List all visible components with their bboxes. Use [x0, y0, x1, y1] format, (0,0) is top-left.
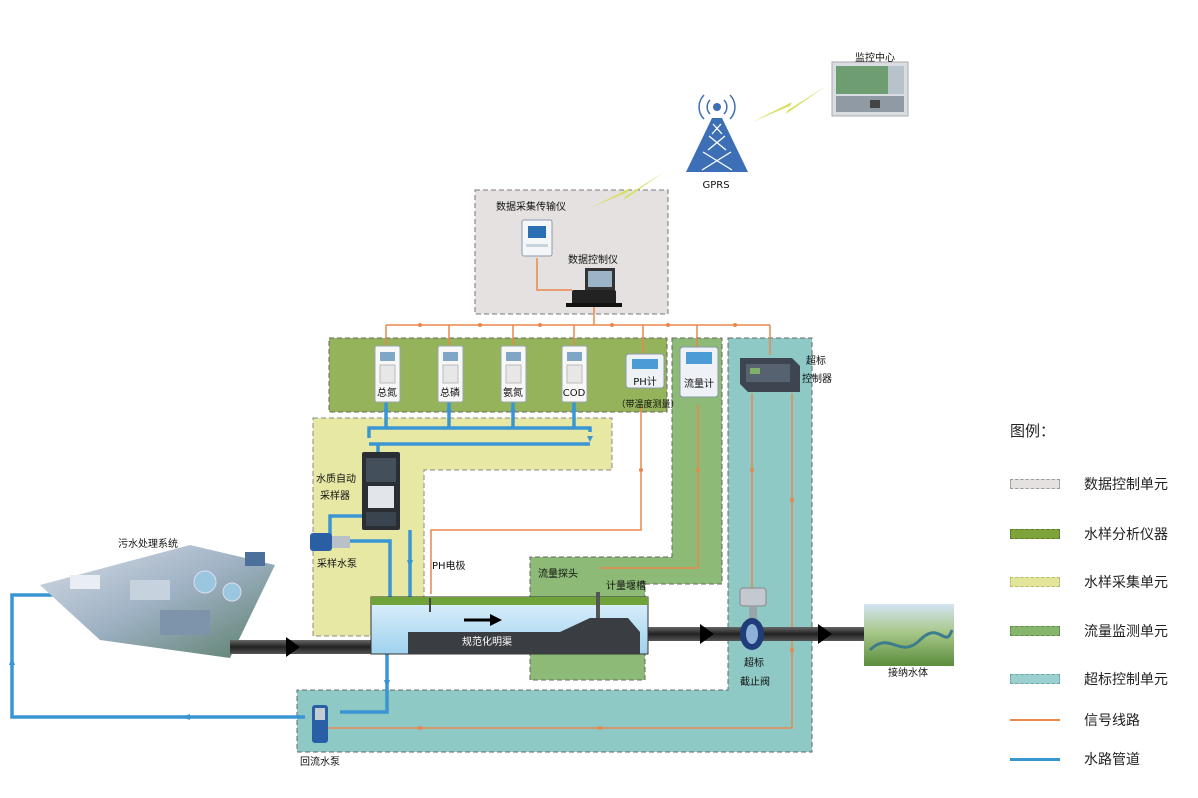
- ph-electrode-label: PH电极: [432, 561, 466, 572]
- sewage-system-label: 污水处理系统: [118, 539, 178, 550]
- legend-line-water: [1010, 757, 1060, 761]
- receiving-water-image: [864, 604, 954, 666]
- legend-item-label: 水样采集单元: [1084, 575, 1168, 591]
- analyzer-tn-label: 总氮: [377, 388, 397, 399]
- valve-label-line1: 超标: [744, 658, 764, 669]
- monitor-center-label: 监控中心: [855, 53, 895, 64]
- signal-lines: [320, 258, 793, 729]
- cutoff-valve-device: [739, 587, 767, 650]
- legend-item-data-control-unit: 数据控制单元: [1010, 474, 1168, 494]
- legend-item-label: 水样分析仪器: [1084, 527, 1168, 543]
- legend-swatch: [1010, 674, 1060, 684]
- legend-item-label: 流量监测单元: [1084, 624, 1168, 640]
- analyzer-cod-label: COD: [562, 388, 586, 399]
- legend-item-label: 信号线路: [1084, 713, 1140, 729]
- legend: 图例： 数据控制单元 水样分析仪器 水样采集单元 流量监测单元 超标控制单元 信…: [1010, 420, 1195, 768]
- legend-line-signal: [1010, 719, 1060, 721]
- sampling-pump-label: 采样水泵: [317, 559, 357, 570]
- return-pump-device: [312, 705, 328, 743]
- legend-swatch: [1010, 626, 1060, 636]
- gprs-label: GPRS: [702, 180, 730, 191]
- legend-swatch: [1010, 529, 1060, 539]
- analyzer-tp-label: 总磷: [440, 388, 460, 399]
- flow-unit-region: [529, 337, 723, 681]
- channel-structure: [370, 592, 649, 655]
- sewage-plant-image: [40, 545, 275, 658]
- sampler-label-line1: 水质自动: [316, 474, 356, 485]
- lightning-link-left: [590, 172, 664, 208]
- flow-probe-label: 流量探头: [538, 569, 578, 580]
- legend-item-sampling-unit: 水样采集单元: [1010, 572, 1168, 592]
- legend-swatch: [1010, 577, 1060, 587]
- monitor-center-image: [831, 61, 909, 117]
- flow-meter-label: 流量计: [684, 379, 714, 390]
- analyzer-cod: [561, 345, 588, 403]
- water-flow-arrows: [9, 404, 593, 720]
- lightning-link-right: [752, 86, 826, 122]
- controller-label-line2: 控制器: [802, 374, 832, 385]
- legend-item-signal-line: 信号线路: [1010, 710, 1140, 730]
- ph-meter-label: PH计: [633, 377, 657, 388]
- legend-item-flow-unit: 流量监测单元: [1010, 621, 1168, 641]
- legend-item-label: 超标控制单元: [1084, 672, 1168, 688]
- ph-meter-note: （带温度测量）: [616, 400, 680, 410]
- controller-label-line1: 超标: [806, 356, 826, 367]
- weir-label: 计量堰槽: [606, 581, 646, 592]
- data-transmitter-device: [521, 219, 553, 257]
- legend-title: 图例：: [1010, 422, 1056, 440]
- legend-item-analyzer: 水样分析仪器: [1010, 524, 1168, 544]
- gprs-tower-icon: [686, 94, 748, 172]
- plc-controller-device: [740, 358, 800, 392]
- valve-label-line2: 截止阀: [740, 677, 770, 688]
- sampling-pump-device: [310, 533, 350, 551]
- analyzer-nh3n-label: 氨氮: [503, 388, 523, 399]
- sampler-label-line2: 采样器: [320, 491, 350, 502]
- flow-meter-device: [679, 346, 719, 398]
- data-controller-label: 数据控制仪: [568, 255, 618, 266]
- ph-meter-device: [625, 353, 665, 389]
- receiving-water-label: 接纳水体: [888, 668, 928, 679]
- data-transmitter-label: 数据采集传输仪: [496, 202, 566, 213]
- data-controller-device: [566, 268, 622, 307]
- legend-item-label: 数据控制单元: [1084, 477, 1168, 493]
- data-unit-region: [474, 189, 669, 315]
- analyzer-tp: [437, 345, 464, 403]
- legend-item-water-pipe: 水路管道: [1010, 749, 1140, 769]
- analyzer-tn: [374, 345, 401, 403]
- legend-item-control-unit: 超标控制单元: [1010, 669, 1168, 689]
- analyzer-devices: [374, 345, 719, 403]
- auto-sampler-device: [362, 452, 400, 530]
- main-discharge-pipe: [230, 624, 864, 657]
- channel-label: 规范化明渠: [462, 637, 512, 648]
- legend-item-label: 水路管道: [1084, 752, 1140, 768]
- return-pump-label: 回流水泵: [300, 757, 340, 768]
- legend-swatch: [1010, 479, 1060, 489]
- analyzer-nh3n: [500, 345, 527, 403]
